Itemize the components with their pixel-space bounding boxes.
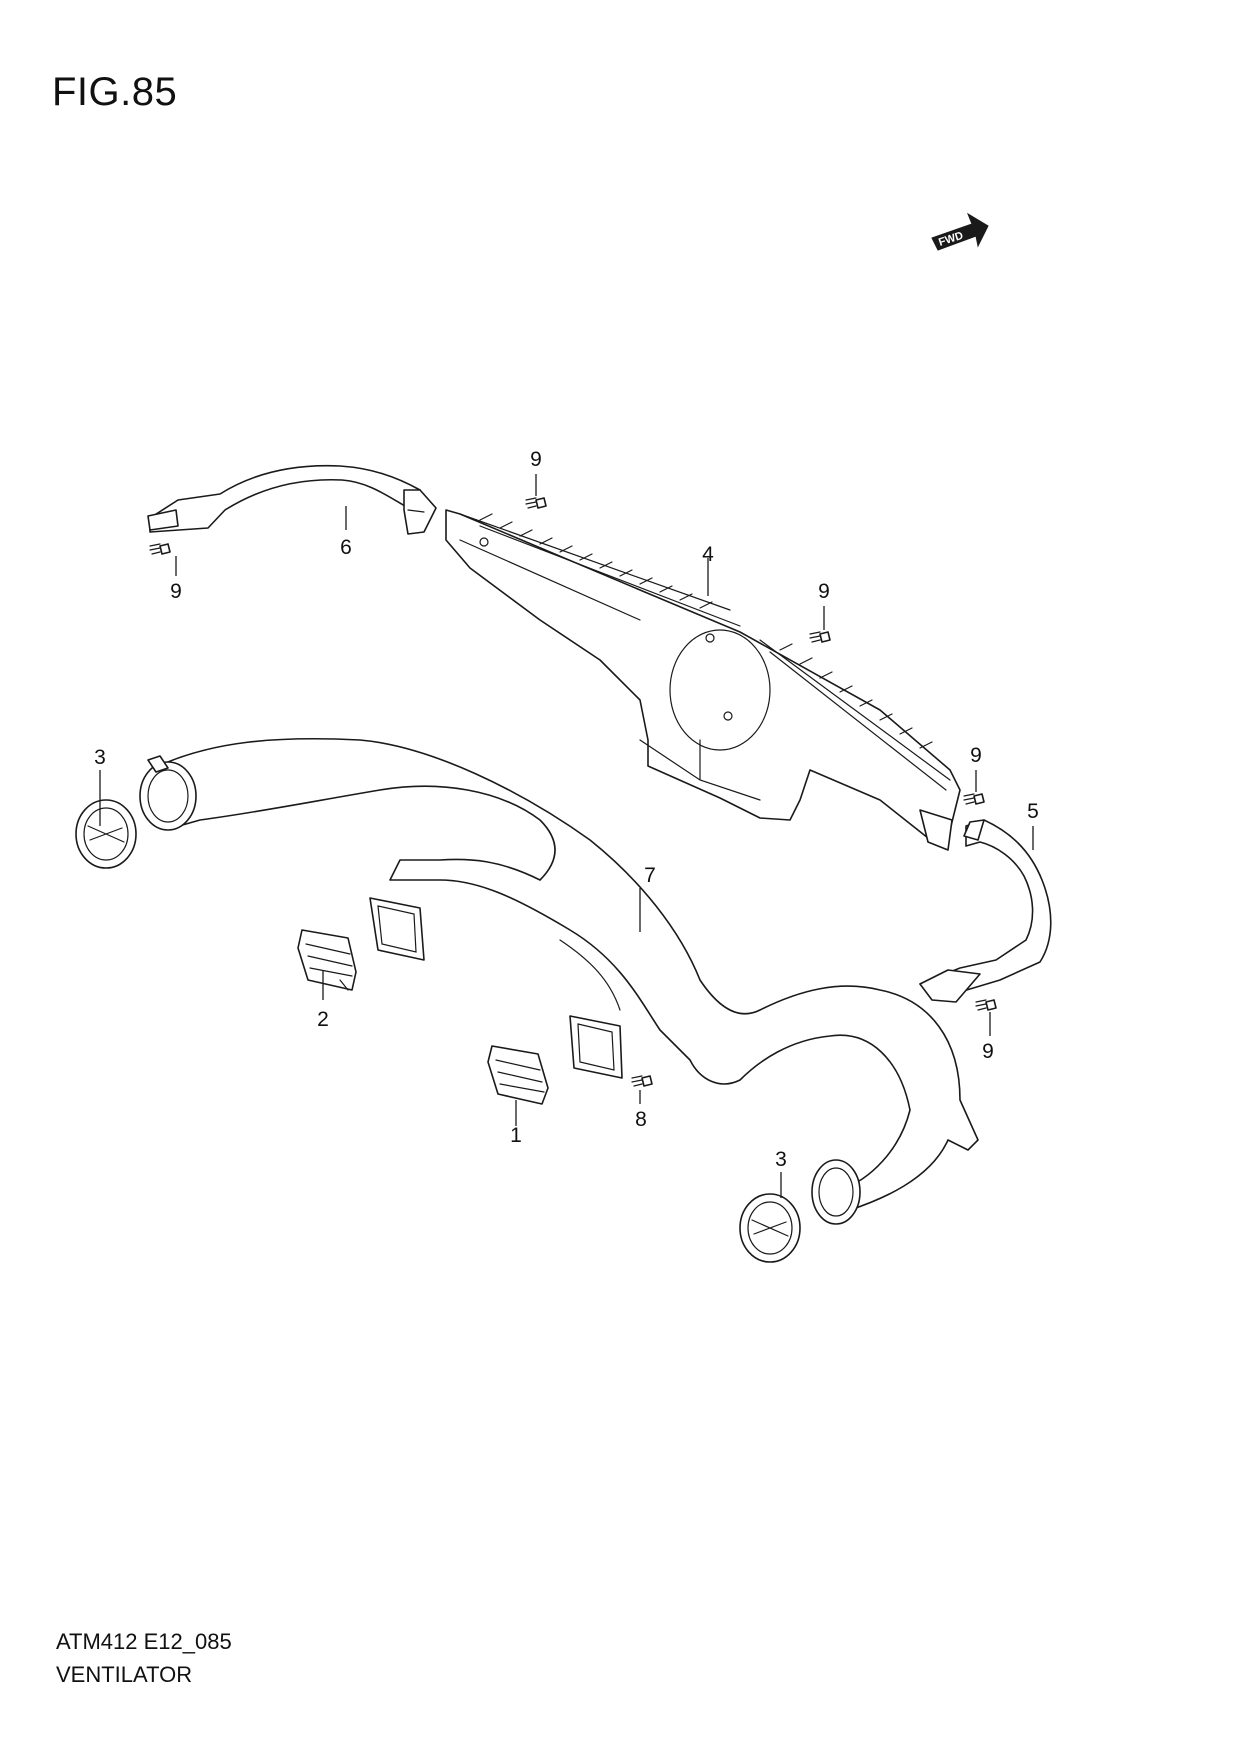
callout-9-top-center: 9 <box>530 448 542 471</box>
callout-9-middle-right: 9 <box>818 580 830 603</box>
duct-5 <box>919 819 1052 1003</box>
louver-vent-1 <box>487 1045 549 1105</box>
callout-4: 4 <box>702 543 714 566</box>
round-vent-3-left <box>75 799 137 869</box>
screw-9a <box>149 543 171 555</box>
round-vent-3-right <box>739 1193 801 1263</box>
screw-9c <box>809 631 831 643</box>
callout-1: 1 <box>510 1124 522 1147</box>
screw-8 <box>631 1075 653 1087</box>
callout-3-right: 3 <box>775 1148 787 1171</box>
screw-9b <box>525 497 547 509</box>
fwd-badge: FWD <box>931 212 989 251</box>
callout-9-upper-left: 9 <box>170 580 182 603</box>
diagram-name: VENTILATOR <box>56 1662 193 1687</box>
center-grille-4 <box>445 509 961 851</box>
fwd-label: FWD <box>937 230 965 249</box>
screw-9d <box>963 793 985 805</box>
duct-6 <box>147 464 437 535</box>
callout-8: 8 <box>635 1108 647 1131</box>
callout-2: 2 <box>317 1008 329 1031</box>
figure-title: FIG.85 <box>52 70 178 114</box>
callout-9-right: 9 <box>970 744 982 767</box>
duct-7 <box>139 737 979 1225</box>
callout-5: 5 <box>1027 800 1039 823</box>
diagram-code: ATM412 E12_085 <box>56 1629 232 1654</box>
forward-arrow-icon <box>931 212 989 251</box>
screw-9e <box>975 999 997 1011</box>
callout-9-lower-right: 9 <box>982 1040 994 1063</box>
callout-7: 7 <box>644 864 656 887</box>
callout-3-left: 3 <box>94 746 106 769</box>
louver-vent-2 <box>297 929 357 991</box>
callout-6: 6 <box>340 536 352 559</box>
